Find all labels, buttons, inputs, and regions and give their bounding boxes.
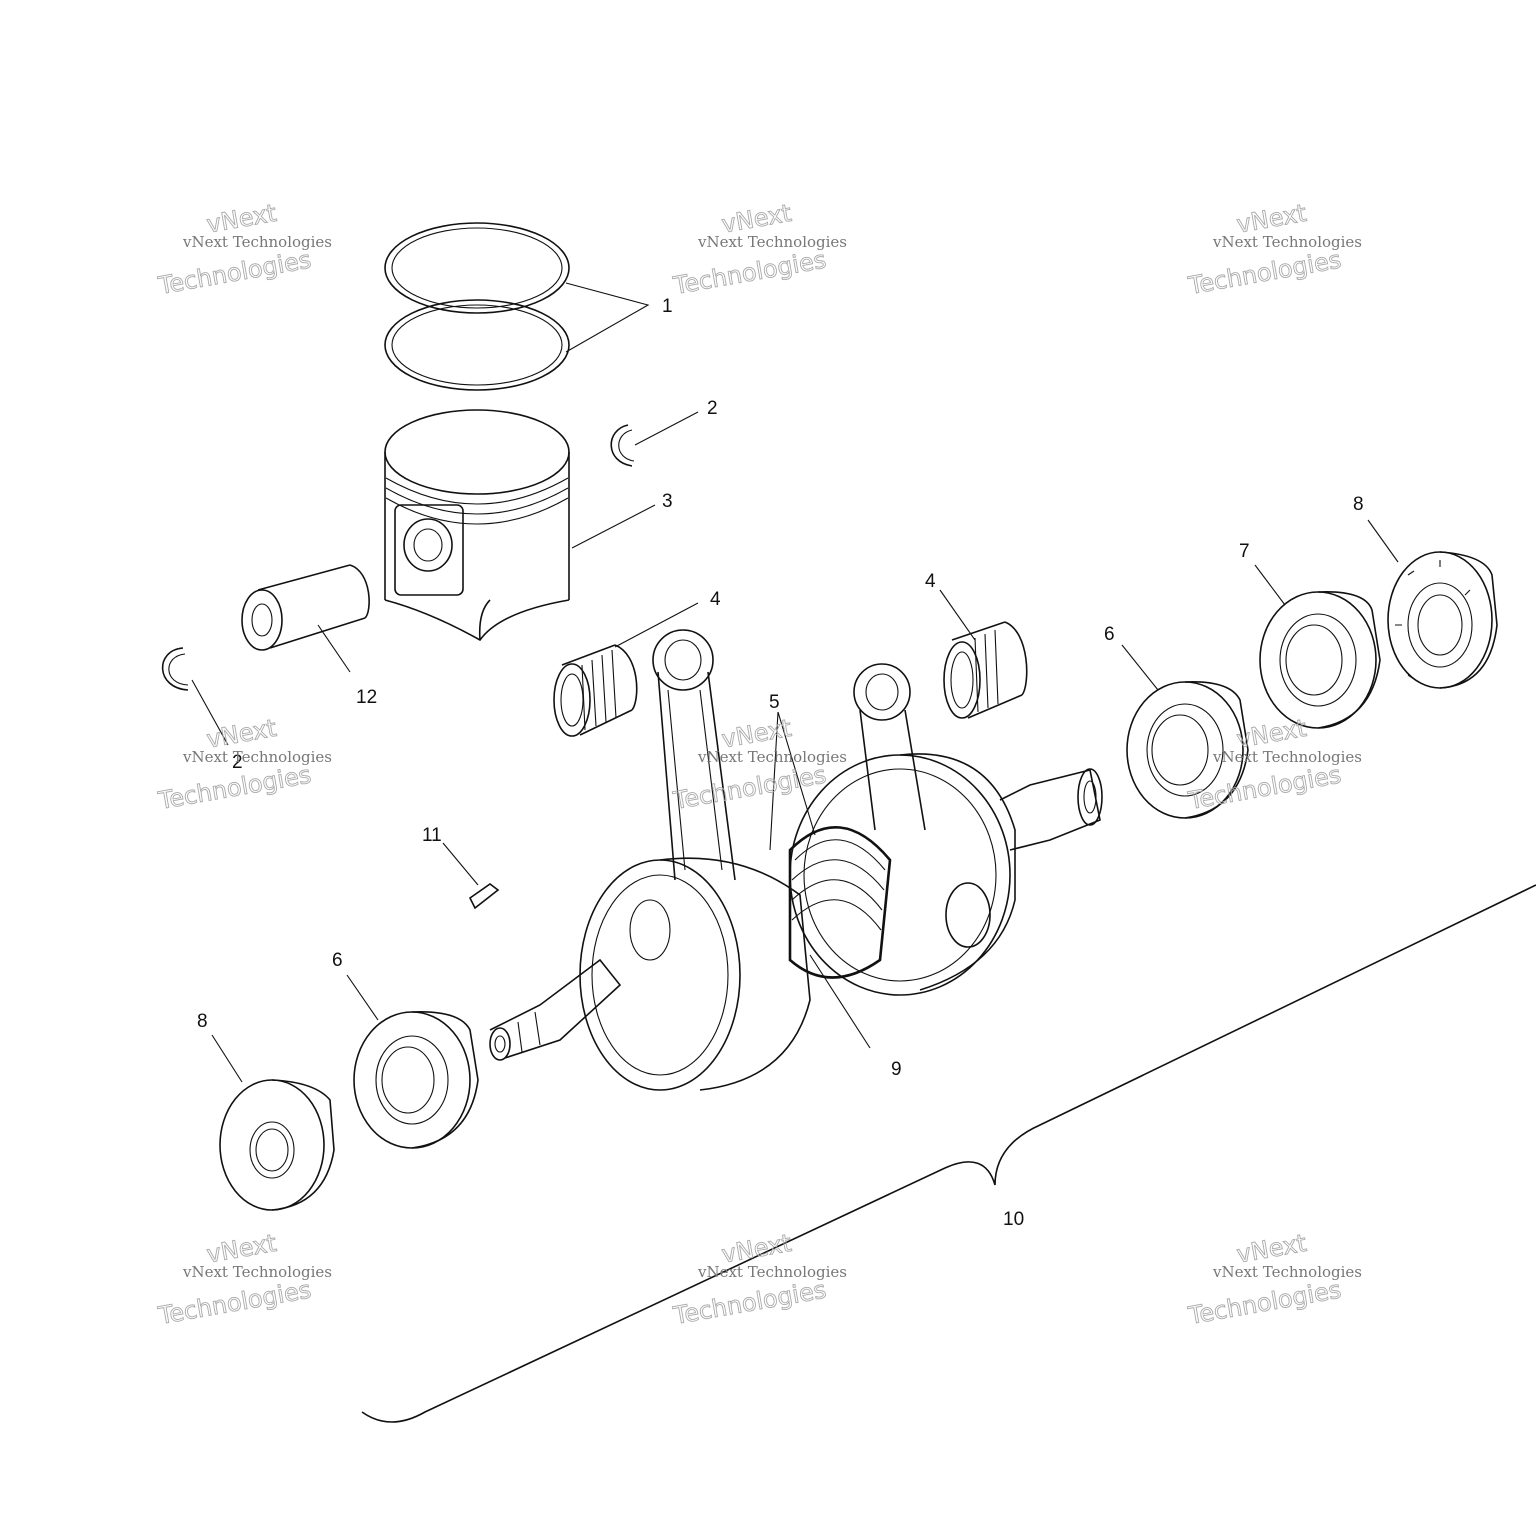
svg-text:vNext Technologies: vNext Technologies — [1212, 233, 1362, 251]
oil-seal-right — [1387, 551, 1498, 689]
svg-text:Technologies: Technologies — [671, 761, 829, 816]
svg-text:vNext Technologies: vNext Technologies — [182, 233, 332, 251]
watermark-bottom-right: vNext vNext Technologies Technologies — [1185, 1228, 1362, 1331]
callout-2-upper: 2 — [707, 398, 718, 419]
watermark-middle-center: vNext vNext Technologies Technologies — [670, 713, 847, 816]
svg-text:Technologies: Technologies — [671, 246, 829, 301]
svg-text:vNext Technologies: vNext Technologies — [697, 1263, 847, 1281]
piston — [384, 409, 570, 642]
watermark-middle-left: vNext vNext Technologies Technologies — [155, 713, 332, 815]
callout-10: 10 — [1003, 1209, 1024, 1230]
ball-bearing-right-inner — [1126, 681, 1249, 819]
svg-text:vNext Technologies: vNext Technologies — [697, 748, 847, 766]
svg-text:vNext Technologies: vNext Technologies — [1212, 1263, 1362, 1281]
callout-3: 3 — [662, 491, 673, 512]
callout-8-left: 8 — [197, 1011, 208, 1032]
oil-seal-left — [219, 1079, 335, 1211]
svg-text:vNext Technologies: vNext Technologies — [182, 748, 332, 766]
svg-text:vNext Technologies: vNext Technologies — [1212, 748, 1362, 766]
svg-text:Technologies: Technologies — [1186, 761, 1344, 816]
ball-bearing-left — [353, 1011, 479, 1149]
callout-7: 7 — [1239, 541, 1250, 562]
callout-12: 12 — [356, 687, 377, 708]
svg-text:Technologies: Technologies — [156, 1276, 314, 1331]
needle-bearing-left — [553, 644, 638, 737]
watermark-top-right: vNext vNext Technologies Technologies — [1185, 198, 1362, 301]
needle-bearing-right — [943, 621, 1028, 719]
callout-6-right: 6 — [1104, 624, 1115, 645]
callout-9: 9 — [891, 1059, 902, 1080]
callouts: 1 2 2 3 4 4 5 6 6 7 8 8 9 10 11 12 — [197, 296, 1364, 1230]
woodruff-key — [468, 883, 500, 910]
piston-pin — [241, 564, 370, 651]
watermark-top-left: vNext vNext Technologies Technologies — [155, 198, 332, 301]
ball-bearing-right-outer — [1259, 591, 1381, 729]
callout-2-lower: 2 — [232, 752, 243, 773]
svg-text:Technologies: Technologies — [156, 246, 314, 301]
watermarks: vNext vNext Technologies Technologies vN… — [155, 198, 1362, 1331]
callout-8-right: 8 — [1353, 494, 1364, 515]
watermark-bottom-left: vNext vNext Technologies Technologies — [155, 1228, 332, 1331]
watermark-top-center: vNext vNext Technologies Technologies — [670, 198, 847, 301]
svg-text:Technologies: Technologies — [1186, 246, 1344, 301]
svg-text:vNext Technologies: vNext Technologies — [182, 1263, 332, 1281]
assembly-bracket — [361, 884, 1536, 1423]
leader-lines — [191, 282, 1399, 1083]
callout-4-right: 4 — [925, 571, 936, 592]
svg-text:vNext Technologies: vNext Technologies — [697, 233, 847, 251]
circlip-lower — [161, 647, 189, 691]
callout-11: 11 — [422, 825, 442, 846]
circlip-upper — [610, 424, 635, 467]
watermark-bottom-center: vNext vNext Technologies Technologies — [670, 1228, 847, 1331]
svg-text:Technologies: Technologies — [1186, 1276, 1344, 1331]
crankshaft-assembly — [489, 629, 1103, 1091]
callout-4-left: 4 — [710, 589, 721, 610]
callout-1: 1 — [662, 296, 673, 317]
piston-rings — [384, 222, 570, 391]
callout-5: 5 — [769, 692, 780, 713]
callout-6-left: 6 — [332, 950, 343, 971]
svg-text:Technologies: Technologies — [671, 1276, 829, 1331]
